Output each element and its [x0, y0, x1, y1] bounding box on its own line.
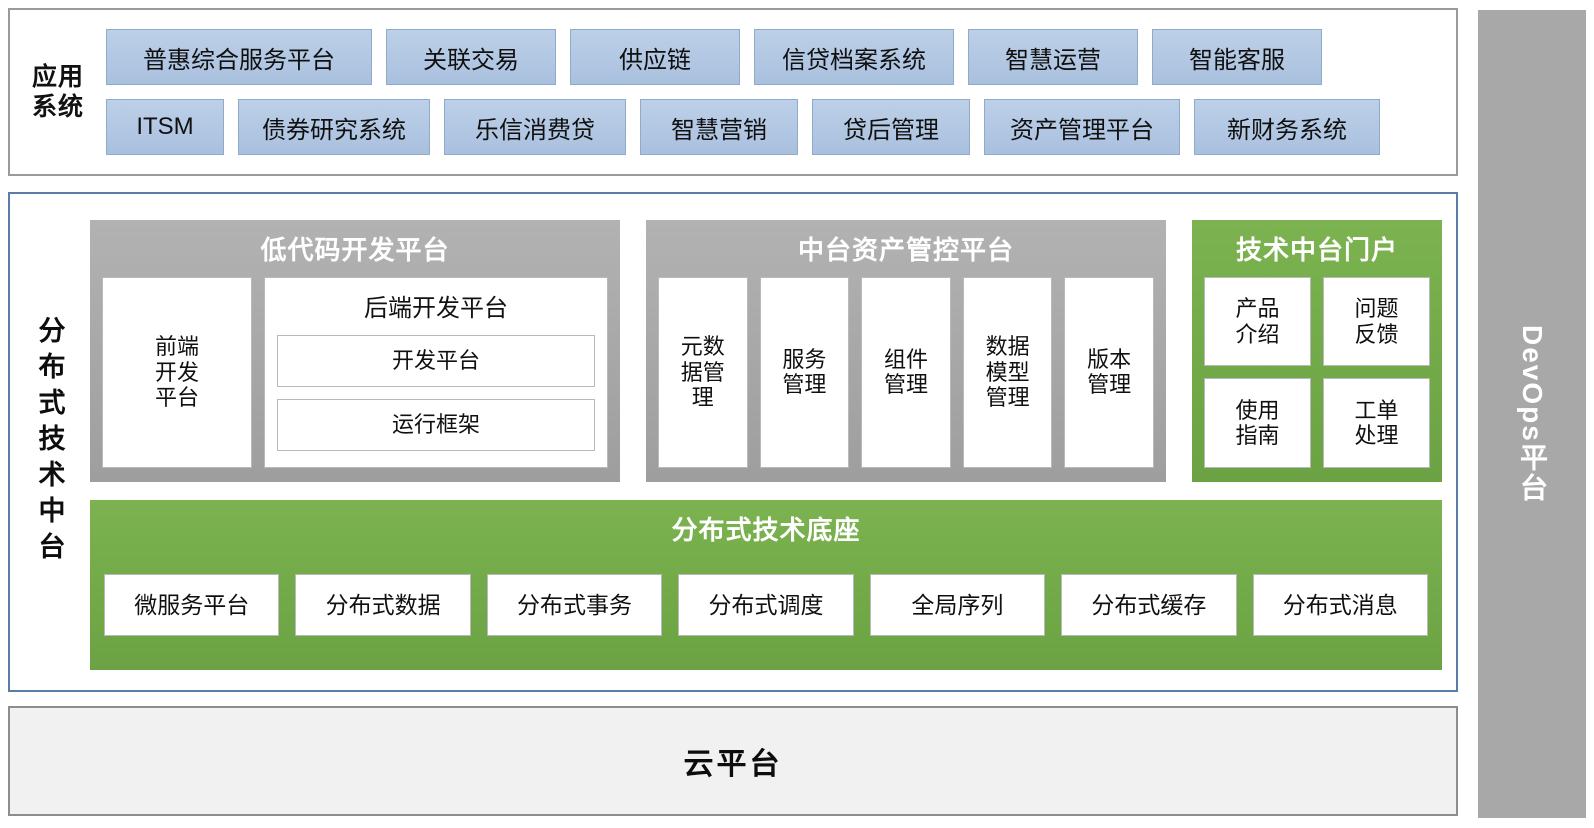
devops-platform-label: DevOps平台: [1517, 325, 1548, 503]
frontend-dev-platform-line: 前端: [154, 334, 199, 360]
distributed-tech-base-card: 分布式技术底座 微服务平台分布式数据分布式事务分布式调度全局序列分布式缓存分布式…: [90, 499, 1442, 670]
distributed-tech-platform-label: 分布式技术中台: [34, 316, 65, 568]
asset-control-item-line: 管理: [782, 372, 827, 398]
tech-portal-item-line: 介绍: [1235, 321, 1280, 347]
tech-portal-card: 技术中台门户 产品介绍问题反馈使用指南工单处理: [1192, 220, 1442, 482]
app-system-chip[interactable]: 资产管理平台: [984, 99, 1180, 155]
mid-platform-body: 低代码开发平台 前端开发平台 后端开发平台 开发平台运行框架 中台资产管控平台: [88, 194, 1458, 690]
lowcode-platform-title: 低代码开发平台: [260, 235, 450, 265]
tech-portal-item-line: 问题: [1354, 296, 1399, 322]
asset-control-item-line: 模型: [985, 359, 1030, 385]
tech-portal-item-line: 指南: [1235, 423, 1280, 449]
distributed-base-item-box[interactable]: 微服务平台: [104, 574, 280, 637]
distributed-base-item-box[interactable]: 分布式事务: [486, 574, 663, 637]
lowcode-platform-body: 前端开发平台 后端开发平台 开发平台运行框架: [102, 277, 608, 468]
asset-control-platform-card: 中台资产管控平台 元数据管理服务管理组件管理数据模型管理版本管理: [646, 220, 1166, 482]
app-system-chip[interactable]: 关联交易: [386, 29, 556, 85]
asset-control-item-box[interactable]: 组件管理: [861, 277, 951, 468]
distributed-base-item-box[interactable]: 分布式数据: [295, 574, 471, 637]
app-system-chip[interactable]: 智能客服: [1152, 29, 1322, 85]
app-system-chip[interactable]: 乐信消费贷: [444, 99, 626, 155]
distributed-base-item-box[interactable]: 分布式消息: [1252, 574, 1428, 637]
frontend-dev-platform-line: 开发: [154, 359, 199, 385]
tech-portal-item-line: 使用: [1235, 397, 1280, 423]
asset-control-item-line: 组件: [883, 346, 928, 372]
distributed-tech-platform-panel: 分布式技术中台 低代码开发平台 前端开发平台 后端开发平台 开发平台运行框架: [8, 192, 1458, 692]
asset-control-item-line: 数据: [985, 334, 1030, 360]
application-systems-label: 应用 系统: [10, 62, 106, 123]
backend-dev-sub-box[interactable]: 运行框架: [277, 398, 595, 451]
asset-control-item-line: 版本: [1087, 346, 1132, 372]
app-system-chip[interactable]: ITSM: [106, 99, 224, 155]
distributed-tech-base-title: 分布式技术底座: [671, 514, 861, 545]
app-system-chip[interactable]: 供应链: [570, 29, 740, 85]
tech-portal-item-line: 工单: [1354, 397, 1399, 423]
asset-control-platform-items: 元数据管理服务管理组件管理数据模型管理版本管理: [658, 277, 1154, 468]
app-system-chip[interactable]: 信贷档案系统: [754, 29, 954, 85]
tech-portal-item-box[interactable]: 产品介绍: [1204, 277, 1311, 367]
asset-control-item-line: 理: [691, 385, 714, 411]
backend-dev-sub-box[interactable]: 开发平台: [277, 334, 595, 387]
distributed-base-item-box[interactable]: 全局序列: [869, 574, 1046, 637]
app-system-chip[interactable]: 贷后管理: [812, 99, 970, 155]
application-systems-label-line1: 应用: [31, 62, 84, 91]
distributed-base-item-box[interactable]: 分布式调度: [678, 574, 854, 637]
asset-control-platform-title: 中台资产管控平台: [797, 235, 1014, 265]
asset-control-item-line: 服务: [782, 346, 827, 372]
app-system-chip[interactable]: 新财务系统: [1194, 99, 1380, 155]
app-system-chip[interactable]: 债券研究系统: [238, 99, 430, 155]
application-systems-row-1: 普惠综合服务平台关联交易供应链信贷档案系统智慧运营智能客服: [106, 29, 1446, 85]
devops-platform-bar: DevOps平台: [1478, 10, 1586, 818]
frontend-dev-platform-line: 平台: [154, 385, 199, 411]
frontend-dev-platform-label: 前端开发平台: [155, 334, 199, 411]
tech-portal-item-line: 反馈: [1354, 321, 1399, 347]
backend-dev-platform-title: 后端开发平台: [364, 295, 508, 322]
asset-control-item-line: 管理: [1087, 372, 1132, 398]
asset-control-item-line: 元数: [680, 334, 725, 360]
asset-control-item-box[interactable]: 服务管理: [759, 277, 850, 468]
distributed-tech-base-items: 微服务平台分布式数据分布式事务分布式调度全局序列分布式缓存分布式消息: [104, 557, 1428, 654]
tech-portal-item-box[interactable]: 使用指南: [1204, 378, 1311, 468]
cloud-platform-panel: 云平台: [8, 706, 1458, 816]
backend-dev-platform-box[interactable]: 后端开发平台 开发平台运行框架: [264, 277, 608, 468]
app-system-chip[interactable]: 智慧运营: [968, 29, 1138, 85]
asset-control-item-line: 据管: [680, 359, 725, 385]
tech-portal-title: 技术中台门户: [1235, 235, 1398, 265]
app-system-chip[interactable]: 普惠综合服务平台: [106, 29, 372, 85]
tech-portal-item-box[interactable]: 工单处理: [1323, 378, 1430, 468]
app-system-chip[interactable]: 智慧营销: [640, 99, 798, 155]
asset-control-item-line: 管理: [985, 385, 1030, 411]
tech-portal-items: 产品介绍问题反馈使用指南工单处理: [1204, 277, 1430, 468]
asset-control-item-box[interactable]: 数据模型管理: [962, 277, 1053, 468]
lowcode-platform-card: 低代码开发平台 前端开发平台 后端开发平台 开发平台运行框架: [90, 220, 620, 482]
backend-dev-platform-items: 开发平台运行框架: [277, 331, 595, 455]
distributed-base-item-box[interactable]: 分布式缓存: [1061, 574, 1237, 637]
asset-control-item-box[interactable]: 元数据管理: [658, 277, 748, 468]
mid-platform-top-row: 低代码开发平台 前端开发平台 后端开发平台 开发平台运行框架 中台资产管控平台: [90, 220, 1442, 482]
asset-control-item-line: 管理: [883, 372, 928, 398]
frontend-dev-platform-box[interactable]: 前端开发平台: [102, 277, 252, 468]
tech-portal-item-line: 处理: [1354, 423, 1399, 449]
application-systems-panel: 应用 系统 普惠综合服务平台关联交易供应链信贷档案系统智慧运营智能客服 ITSM…: [8, 8, 1458, 176]
asset-control-item-box[interactable]: 版本管理: [1064, 277, 1154, 468]
application-systems-label-line2: 系统: [31, 93, 84, 121]
tech-portal-item-box[interactable]: 问题反馈: [1323, 277, 1430, 367]
tech-portal-item-line: 产品: [1235, 296, 1280, 322]
